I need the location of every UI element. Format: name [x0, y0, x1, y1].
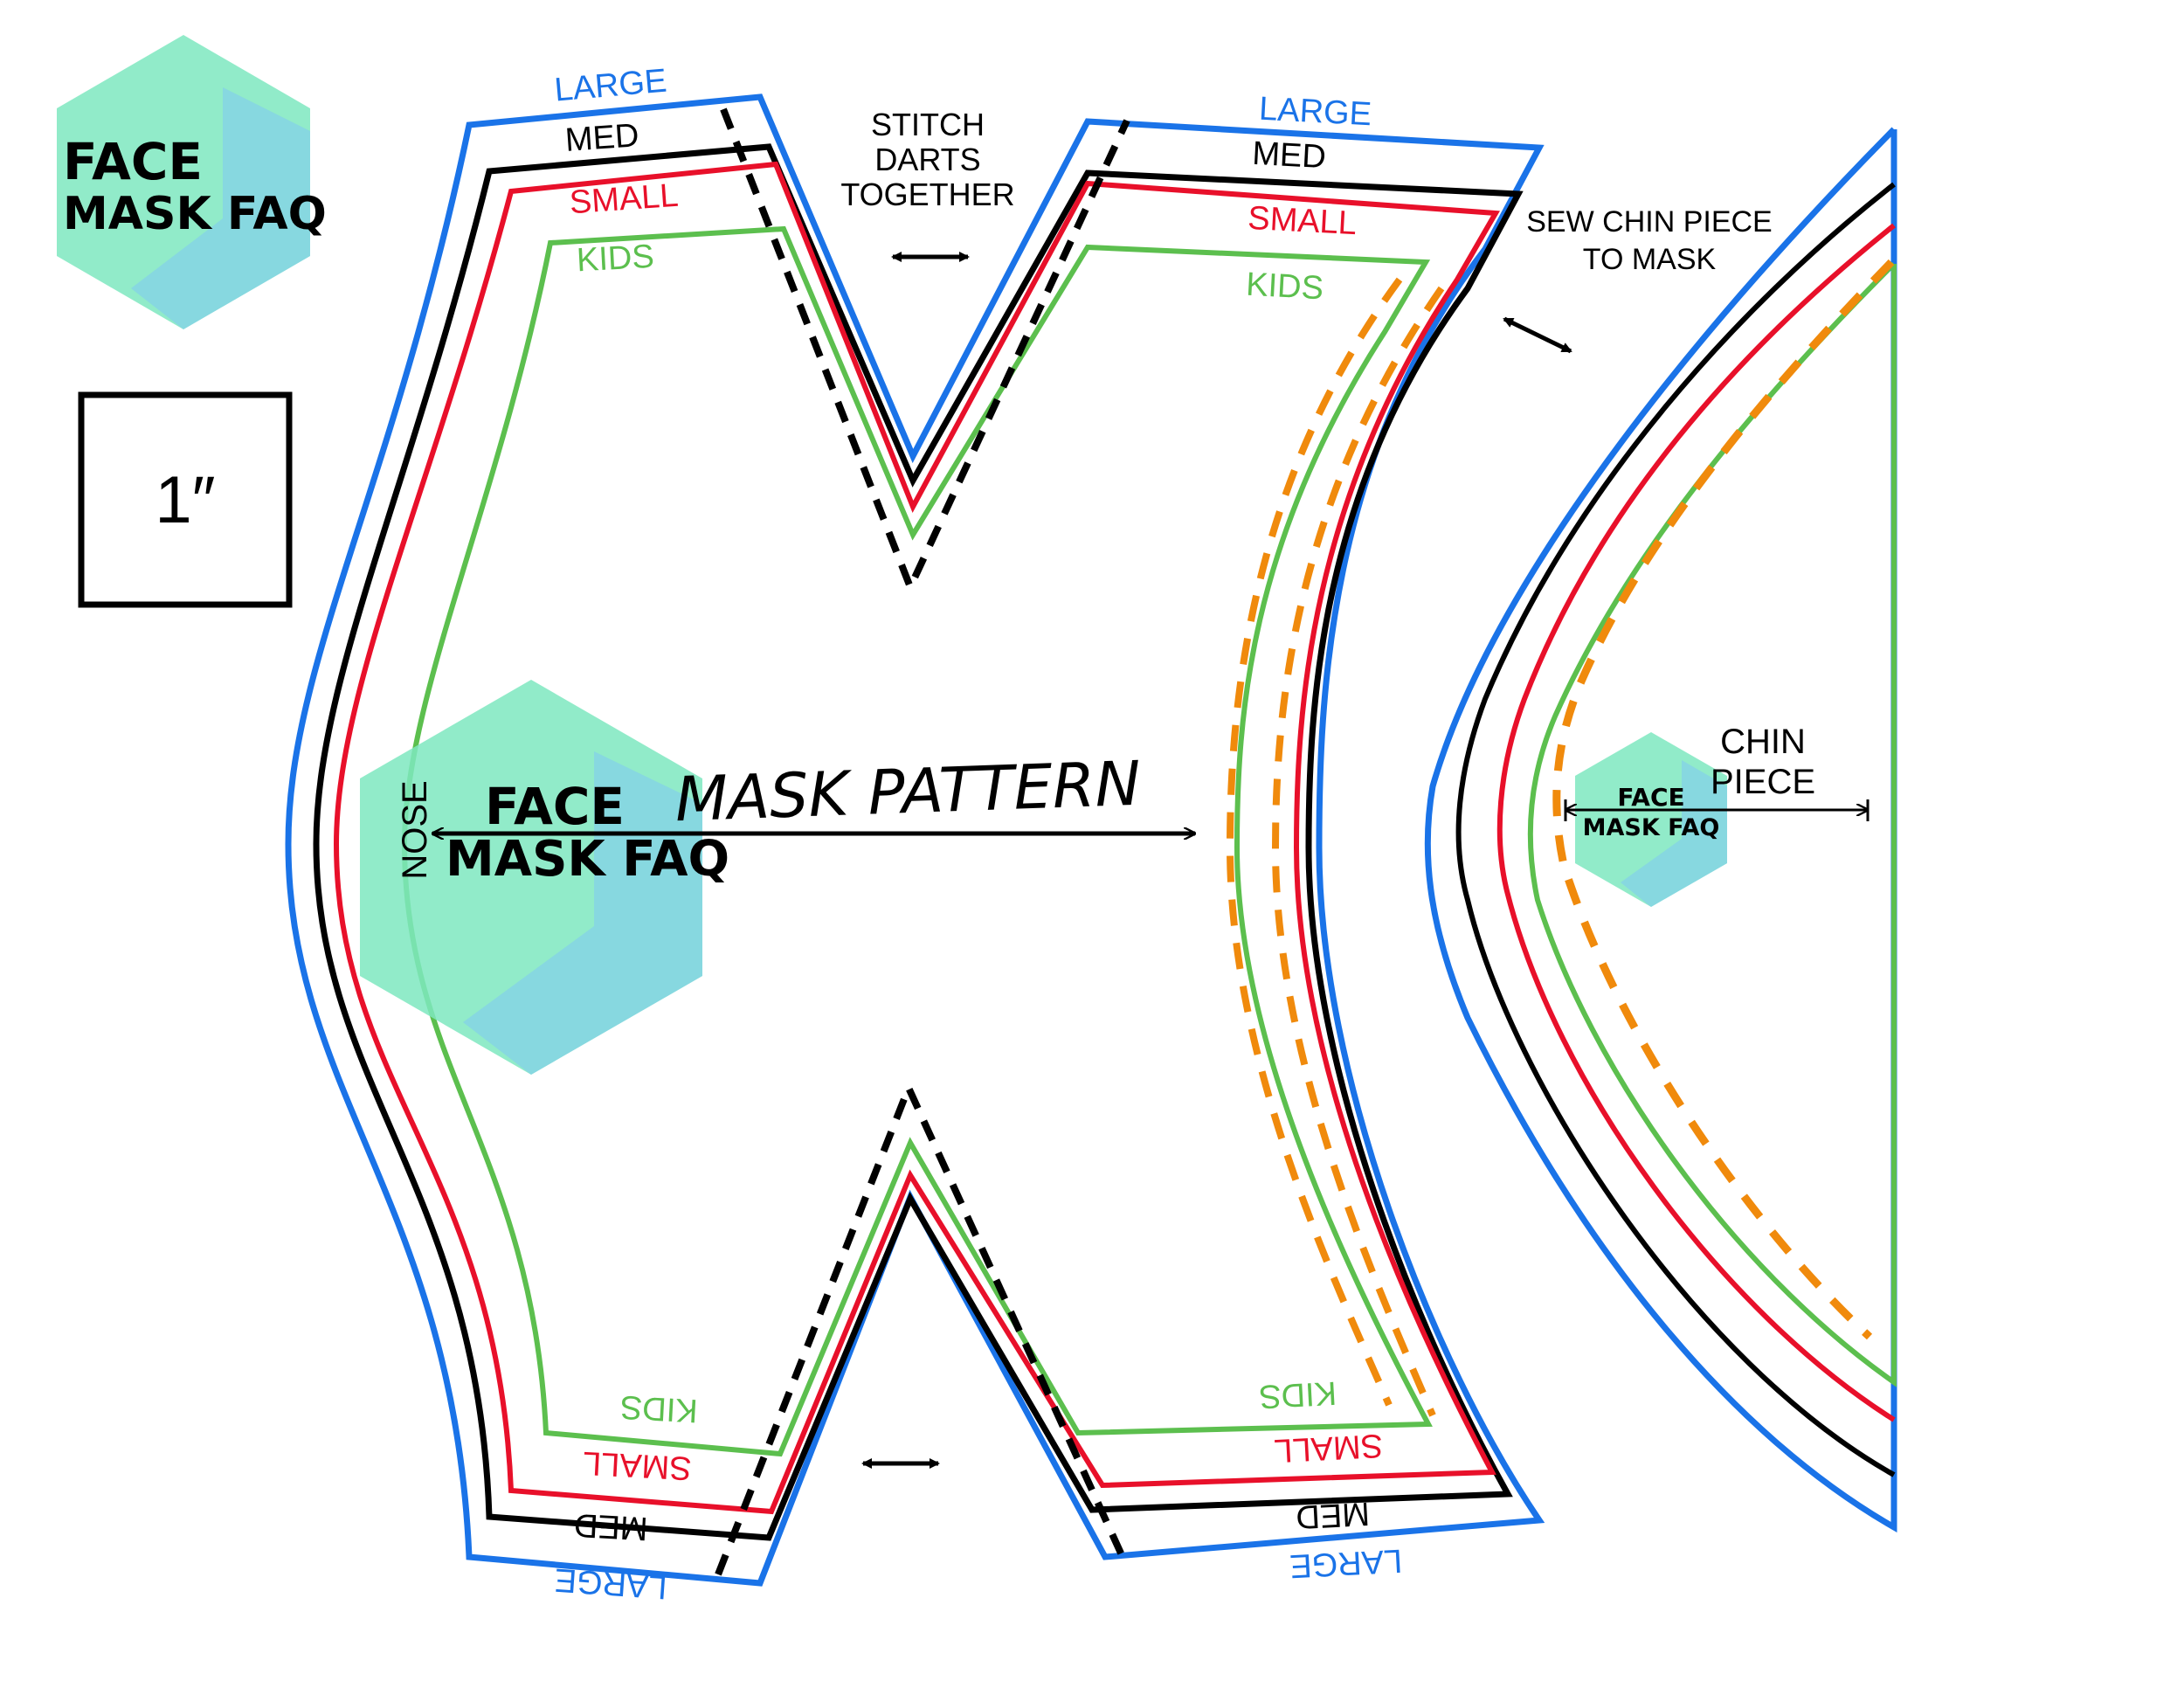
- outline-med: [313, 143, 1524, 1541]
- top-dart-dash: [720, 107, 1130, 597]
- chin-logo-facet-icon: [1621, 760, 1727, 907]
- label-kids-br: KIDS: [1258, 1374, 1337, 1415]
- label-large-tr: LARGE: [1258, 91, 1372, 134]
- sew-line2: TO MASK: [1583, 243, 1717, 276]
- label-small-tl: SMALL: [569, 177, 680, 222]
- label-small-tr: SMALL: [1247, 200, 1358, 242]
- orange-seam-lines: [1226, 277, 1445, 1417]
- label-kids-tl: KIDS: [576, 239, 655, 280]
- outline-large: [285, 93, 1545, 1587]
- size-labels: LARGE MED SMALL KIDS LARGE MED SMALL KID…: [553, 63, 1403, 1606]
- orange-seam-outer: [1271, 286, 1445, 1417]
- chin-outline-small: [1496, 223, 1896, 1422]
- label-small-br: SMALL: [1273, 1427, 1384, 1469]
- label-med-br: MED: [1295, 1495, 1371, 1535]
- mask-title: MASK PATTERN: [674, 748, 1142, 836]
- chin-line2: PIECE: [1711, 763, 1815, 801]
- label-small-bl: SMALL: [582, 1444, 693, 1486]
- chin-outlines: [1424, 127, 1897, 1533]
- chin-outline-med: [1455, 182, 1896, 1477]
- stitch-line1: STITCH: [871, 107, 985, 142]
- logo-line1: FACE: [63, 132, 203, 191]
- outline-small: [333, 161, 1500, 1515]
- chin-logo: FACE MASK FAQ: [1575, 732, 1727, 907]
- mask-logo-line1: FACE: [485, 777, 625, 836]
- chin-label: CHIN PIECE: [1711, 723, 1815, 801]
- label-med-tl: MED: [564, 117, 640, 159]
- label-large-tl: LARGE: [553, 63, 668, 109]
- sew-chin-note: SEW CHIN PIECE TO MASK: [1526, 205, 1772, 276]
- chin-outline-large: [1424, 127, 1897, 1533]
- logo-line2: MASK FAQ: [63, 188, 327, 240]
- mask-logo-line2: MASK FAQ: [446, 831, 729, 888]
- label-kids-bl: KIDS: [619, 1388, 699, 1429]
- chin-arrow-icon: [1564, 799, 1870, 821]
- chin-logo-line2: MASK FAQ: [1583, 814, 1720, 841]
- mask-outlines: [285, 93, 1545, 1587]
- chin-logo-line1: FACE: [1617, 783, 1684, 812]
- chin-line1: CHIN: [1720, 723, 1806, 761]
- nose-label: NOSE: [396, 780, 434, 879]
- outline-kids: [401, 225, 1433, 1457]
- chin-orange-seam: [1552, 259, 1895, 1340]
- logo-facet-icon: [131, 87, 310, 329]
- label-med-tr: MED: [1251, 135, 1327, 176]
- label-large-br: LARGE: [1289, 1542, 1403, 1585]
- sew-line1: SEW CHIN PIECE: [1526, 205, 1772, 239]
- scale-label: 1″: [155, 463, 215, 537]
- label-large-bl: LARGE: [553, 1561, 667, 1606]
- label-med-bl: MED: [573, 1506, 649, 1546]
- face-mask-faq-logo: FACE MASK FAQ: [57, 35, 327, 329]
- scale-square: [78, 391, 293, 608]
- dart-dash-lines: [715, 107, 1130, 1576]
- scale-box: 1″: [78, 391, 293, 608]
- chin-outline-kids: [1527, 261, 1897, 1387]
- stitch-darts-note: STITCH DARTS TOGETHER: [840, 107, 1014, 212]
- label-kids-tr: KIDS: [1245, 266, 1324, 308]
- stitch-line3: TOGETHER: [840, 176, 1014, 212]
- stitch-line2: DARTS: [874, 142, 980, 177]
- sew-chin-arrow-icon: [1503, 316, 1572, 354]
